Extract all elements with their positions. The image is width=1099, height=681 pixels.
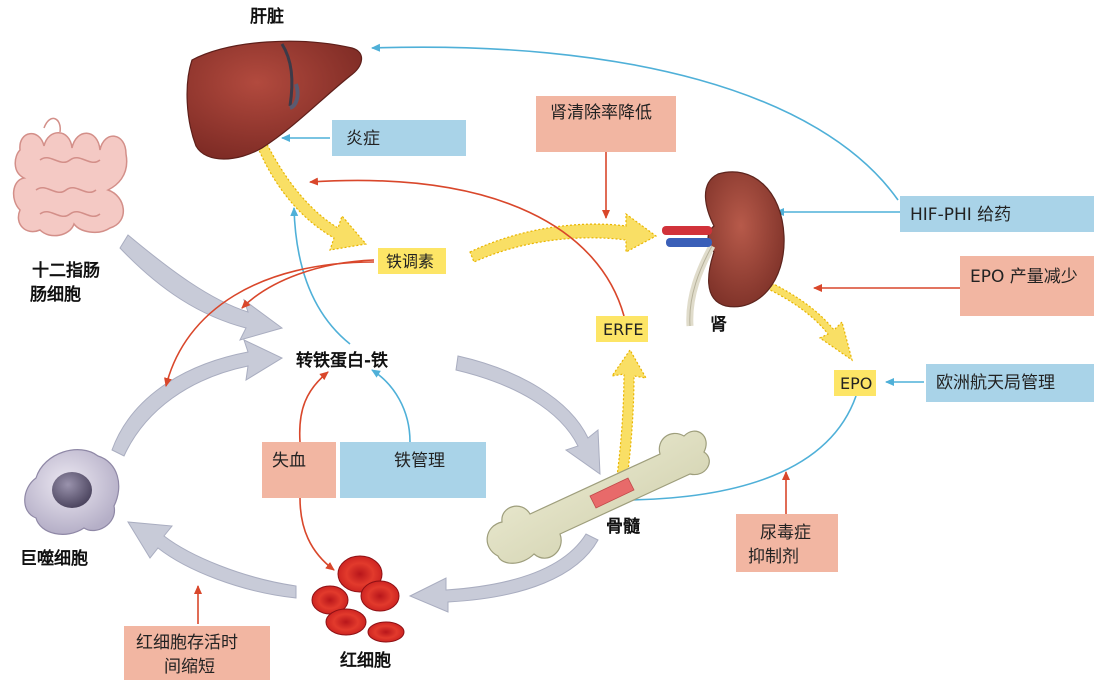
blue-arrow-iron-mgmt-to-transferrin	[372, 370, 410, 442]
yellow-arrow-hepcidin-to-kidney	[470, 214, 656, 262]
erfe-text: ERFE	[603, 320, 644, 339]
epo-reduced-text: EPO 产量减少	[970, 267, 1078, 287]
kidney-clearance-box: 肾清除率降低	[536, 96, 676, 152]
macrophage-illustration	[25, 450, 119, 535]
blood-loss-text: 失血	[272, 451, 306, 471]
intestine-illustration	[14, 118, 127, 235]
hif-phi-box: HIF-PHI 给药	[900, 196, 1094, 232]
hepcidin-tag: 铁调素	[378, 248, 446, 274]
gray-arrow-macrophage-to-transferrin	[112, 340, 282, 456]
yellow-arrows	[246, 112, 852, 486]
ema-box: 欧洲航天局管理	[926, 364, 1094, 402]
gray-arrow-intestine-to-transferrin	[120, 235, 282, 340]
duodenum-label-line2: 肠细胞	[30, 284, 81, 305]
kidney-label: 肾	[710, 315, 727, 335]
ema-text: 欧洲航天局管理	[936, 373, 1055, 393]
red-arrow-bloodloss-to-rbc	[300, 498, 334, 570]
macrophage-label: 巨噬细胞	[20, 548, 88, 569]
rbc-label: 红细胞	[340, 650, 391, 671]
uremic-text-line1: 尿毒症	[760, 523, 811, 543]
inflammation-text: 炎症	[346, 129, 380, 149]
blood-loss-box: 失血	[262, 442, 336, 498]
inflammation-box: 炎症	[332, 120, 466, 156]
iron-management-text: 铁管理	[394, 451, 445, 471]
liver-label: 肝脏	[250, 6, 284, 27]
red-arrow-erfe-to-liver	[310, 180, 624, 316]
epo-tag: EPO	[834, 370, 876, 396]
rbc-illustration	[312, 556, 404, 642]
red-arrow-bloodloss-to-transferrin	[300, 372, 328, 442]
rbc-survival-text-line2: 间缩短	[164, 657, 215, 677]
uremic-text-line2: 抑制剂	[748, 547, 799, 567]
kidney-clearance-text: 肾清除率降低	[550, 103, 652, 123]
erfe-tag: ERFE	[596, 316, 648, 342]
bone-marrow-label: 骨髓	[606, 516, 641, 537]
gray-arrow-rbc-to-macrophage	[128, 522, 296, 598]
hif-phi-text: HIF-PHI 给药	[910, 205, 1011, 225]
kidney-illustration	[662, 172, 784, 326]
duodenum-label-line1: 十二指肠	[32, 260, 100, 281]
hepcidin-text: 铁调素	[386, 252, 434, 271]
epo-text: EPO	[840, 374, 872, 393]
rbc-survival-text-line1: 红细胞存活时	[136, 633, 238, 653]
uremic-box: 尿毒症 抑制剂	[736, 514, 838, 572]
rbc-survival-box: 红细胞存活时 间缩短	[124, 626, 270, 680]
iron-management-box: 铁管理	[340, 442, 486, 498]
epo-reduced-box: EPO 产量减少	[960, 256, 1094, 316]
transferrin-iron-label: 转铁蛋白-铁	[296, 350, 388, 371]
